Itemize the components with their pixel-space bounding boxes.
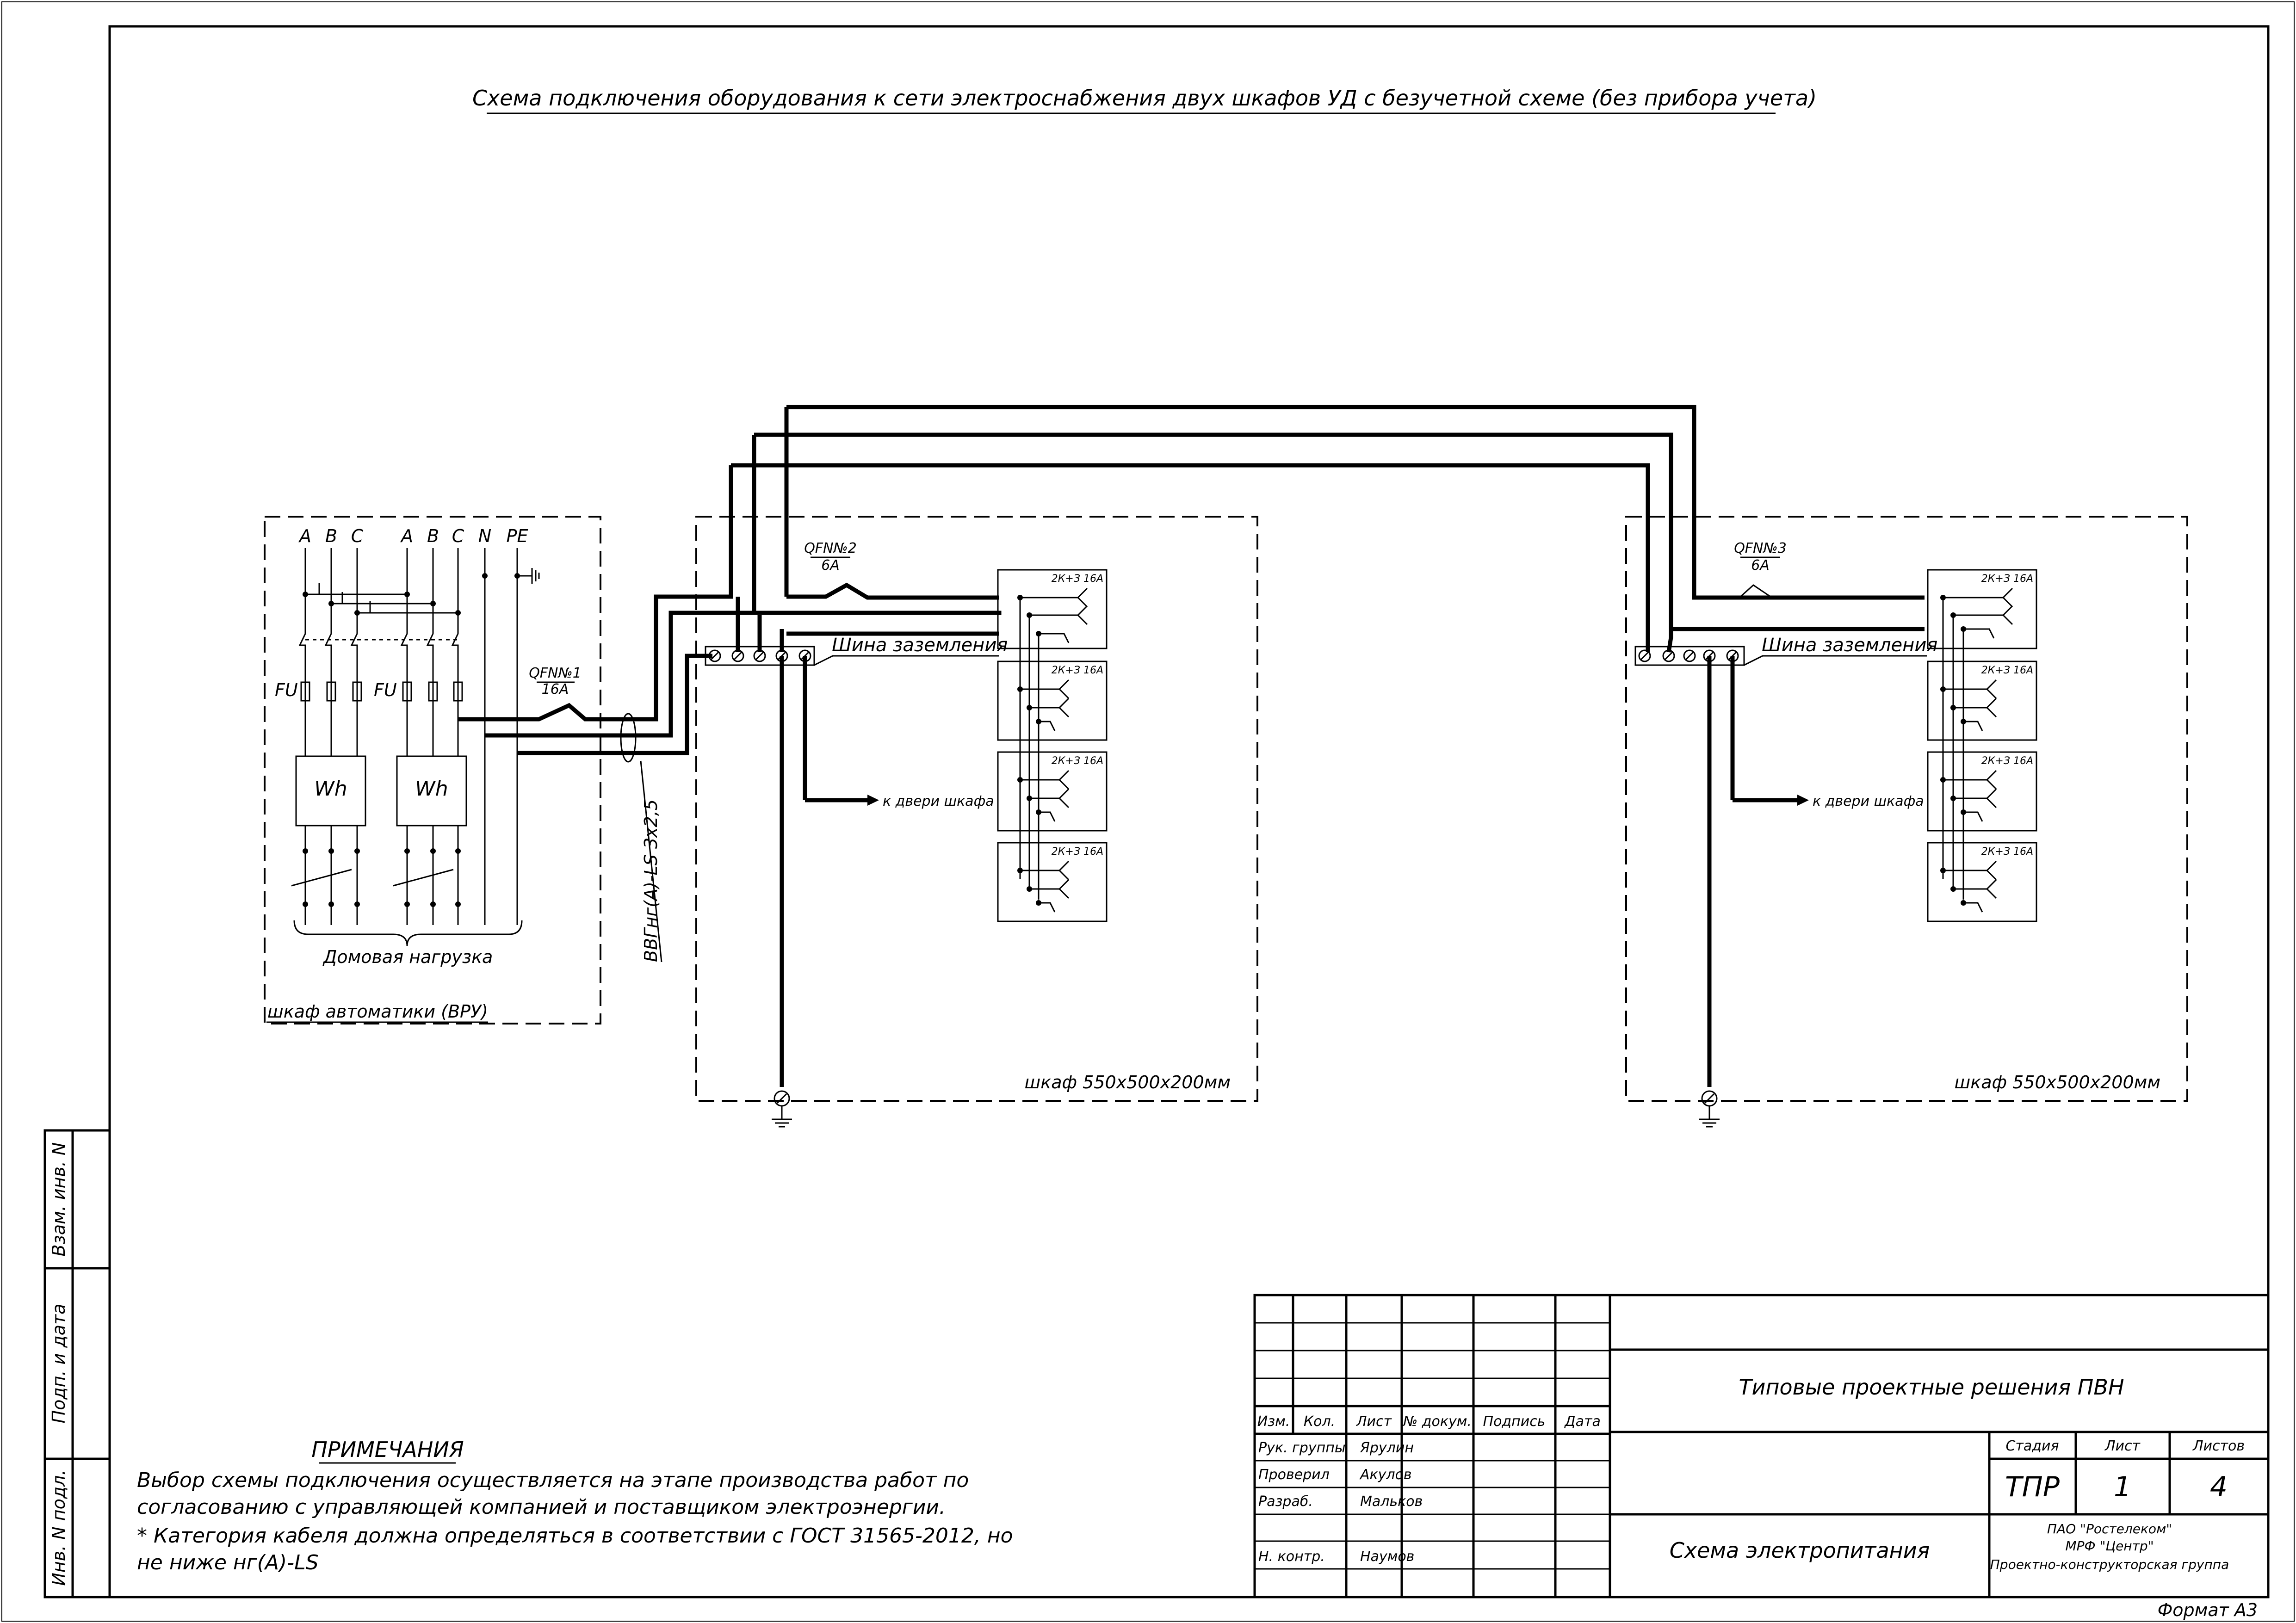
cabinet-1-ground-bus xyxy=(705,646,815,666)
tb-stage-header: Стадия xyxy=(2005,1438,2059,1454)
cabinet-1-socket-label-2: 2К+З 16А xyxy=(1052,665,1103,676)
cabinet-2-bus-label: Шина заземления xyxy=(1762,635,1937,656)
cabinet-1-socket-label-1: 2К+З 16А xyxy=(1052,573,1103,585)
phase-label-pe: PE xyxy=(507,526,528,546)
sheet-title: Схема подключения оборудования к сети эл… xyxy=(472,86,1817,111)
vru-cabinet-outline xyxy=(264,516,601,1024)
tb-stage-value: ТПР xyxy=(2005,1471,2060,1503)
notes-line-1: Выбор схемы подключения осуществляется н… xyxy=(137,1469,969,1492)
title-block: Изм. Кол. Лист № докум. Подпись Дата Рук… xyxy=(1253,1294,2270,1598)
cabinet-1-outline xyxy=(695,516,1258,1102)
tb-name-3: Мальков xyxy=(1360,1493,1423,1510)
vru-cabinet: шкаф автоматики (ВРУ) A B C A B C N PE xyxy=(264,516,601,1024)
cabinet-2: шкаф 550х500х200мм QFN№3 6A Шина заземле… xyxy=(1625,516,2188,1128)
tb-role-1: Рук. группы xyxy=(1258,1440,1346,1456)
qfn1-rating: 16A xyxy=(542,681,569,697)
tb-header-sheet: Лист xyxy=(1356,1413,1392,1430)
cabinet-1-door-label: к двери шкафа xyxy=(883,793,994,809)
qfn1-name: QFN№1 xyxy=(529,665,582,681)
tb-sheets-header: Листов xyxy=(2192,1438,2245,1454)
tb-project-name: Типовые проектные решения ПВН xyxy=(1739,1375,2124,1400)
tb-name-2: Акулов xyxy=(1359,1467,1412,1483)
door-arrow-2 xyxy=(1797,795,1809,806)
phase-label-b1: B xyxy=(325,526,337,546)
notes-heading: ПРИМЕЧАНИЯ xyxy=(311,1437,464,1462)
cable-label: ВВГнг(А)-LS 3х2,5 xyxy=(641,799,661,962)
vru-disconnectors xyxy=(298,633,459,657)
meter-label-1: Wh xyxy=(314,777,347,801)
load-label: Домовая нагрузка xyxy=(322,947,493,967)
cabinet-1-bus-label: Шина заземления xyxy=(832,635,1008,656)
load-brace xyxy=(293,920,523,946)
cabinet-2-door-label: к двери шкафа xyxy=(1813,793,1924,809)
cabinet-2-ground-bus xyxy=(1634,646,1745,666)
vru-load-breakers xyxy=(291,826,459,925)
meter-box-2 xyxy=(396,755,467,827)
cabinet-2-size: шкаф 550х500х200мм xyxy=(1955,1072,2160,1092)
notes-block: ПРИМЕЧАНИЯ Выбор схемы подключения осуще… xyxy=(137,1437,1013,1574)
tb-header-docnum: № докум. xyxy=(1402,1413,1472,1430)
fuse-label-2: FU xyxy=(374,680,397,700)
cable-label-leader xyxy=(640,760,662,963)
stamp-replacement-inventory: Взам. инв. N xyxy=(49,1142,69,1257)
phase-label-c1: C xyxy=(351,526,364,546)
cable-bundle-marker xyxy=(620,713,637,763)
notes-line-2: согласованию с управляющей компанией и п… xyxy=(137,1495,946,1519)
door-arrow-1 xyxy=(867,795,879,806)
tb-header-date: Дата xyxy=(1564,1413,1601,1430)
fuse-label-1: FU xyxy=(275,680,298,700)
tb-sheet-header: Лист xyxy=(2104,1438,2141,1454)
tb-header-signature: Подпись xyxy=(1483,1413,1546,1430)
cabinet-2-socket-label-1: 2К+З 16А xyxy=(1981,573,2033,585)
notes-line-3: * Категория кабеля должна определяться в… xyxy=(137,1524,1013,1548)
vru-cabinet-label: шкаф автоматики (ВРУ) xyxy=(267,1001,488,1022)
cabinet-2-socket-label-3: 2К+З 16А xyxy=(1981,755,2033,767)
cabinet-1-socket-label-4: 2К+З 16А xyxy=(1052,846,1103,858)
tb-name-1: Ярулин xyxy=(1360,1440,1414,1456)
vru-fuses xyxy=(300,657,463,756)
phase-label-a2: A xyxy=(400,526,413,546)
qfn3-name: QFN№3 xyxy=(1734,540,1787,556)
phase-label-n: N xyxy=(478,526,491,546)
side-stamp-strip: Взам. инв. N Подп. и дата Инв. N подл. xyxy=(43,1129,111,1598)
cabinet-1-size: шкаф 550х500х200мм xyxy=(1025,1072,1231,1092)
meter-label-2: Wh xyxy=(415,777,448,801)
tb-org-line-3: Проектно-конструкторская группа xyxy=(1990,1557,2229,1572)
cabinet-2-sockets xyxy=(1927,569,2037,922)
stamp-signature-date: Подп. и дата xyxy=(49,1304,69,1424)
phase-label-c2: C xyxy=(452,526,464,546)
tb-sheets-value: 4 xyxy=(2210,1471,2228,1503)
tb-sheet-value: 1 xyxy=(2114,1471,2131,1503)
phase-label-a1: A xyxy=(298,526,311,546)
cabinet-1-sockets xyxy=(997,569,1108,922)
qfn3-rating: 6A xyxy=(1751,557,1770,574)
notes-line-4: не ниже нг(А)-LS xyxy=(137,1551,319,1574)
tb-org-line-2: МРФ "Центр" xyxy=(2065,1538,2154,1554)
tb-role-5: Н. контр. xyxy=(1258,1549,1325,1565)
cabinet-2-socket-label-4: 2К+З 16А xyxy=(1981,846,2033,858)
qfn2-rating: 6A xyxy=(821,557,840,574)
tb-header-count: Кол. xyxy=(1304,1413,1335,1430)
cabinet-1-socket-label-3: 2К+З 16А xyxy=(1052,755,1103,767)
stamp-original-inventory: Инв. N подл. xyxy=(49,1469,69,1586)
cabinet-2-socket-label-2: 2К+З 16А xyxy=(1981,665,2033,676)
cabinet-1: шкаф 550х500х200мм QFN№2 6A Шина заземле… xyxy=(695,516,1258,1128)
tb-drawing-name: Схема электропитания xyxy=(1670,1538,1930,1563)
drawing-frame xyxy=(108,25,2270,1598)
tb-role-3: Разраб. xyxy=(1258,1493,1313,1510)
paper-format: Формат А3 xyxy=(2158,1600,2258,1620)
tb-role-2: Проверил xyxy=(1258,1467,1330,1483)
tb-header-change: Изм. xyxy=(1257,1413,1290,1430)
feeder-cable xyxy=(458,405,1925,1087)
qfn2-name: QFN№2 xyxy=(804,540,857,556)
tb-name-5: Наумов xyxy=(1360,1549,1414,1565)
phase-label-b2: B xyxy=(427,526,439,546)
tb-org-line-1: ПАО "Ростелеком" xyxy=(2047,1521,2172,1537)
cabinet-2-outline xyxy=(1625,516,2188,1102)
